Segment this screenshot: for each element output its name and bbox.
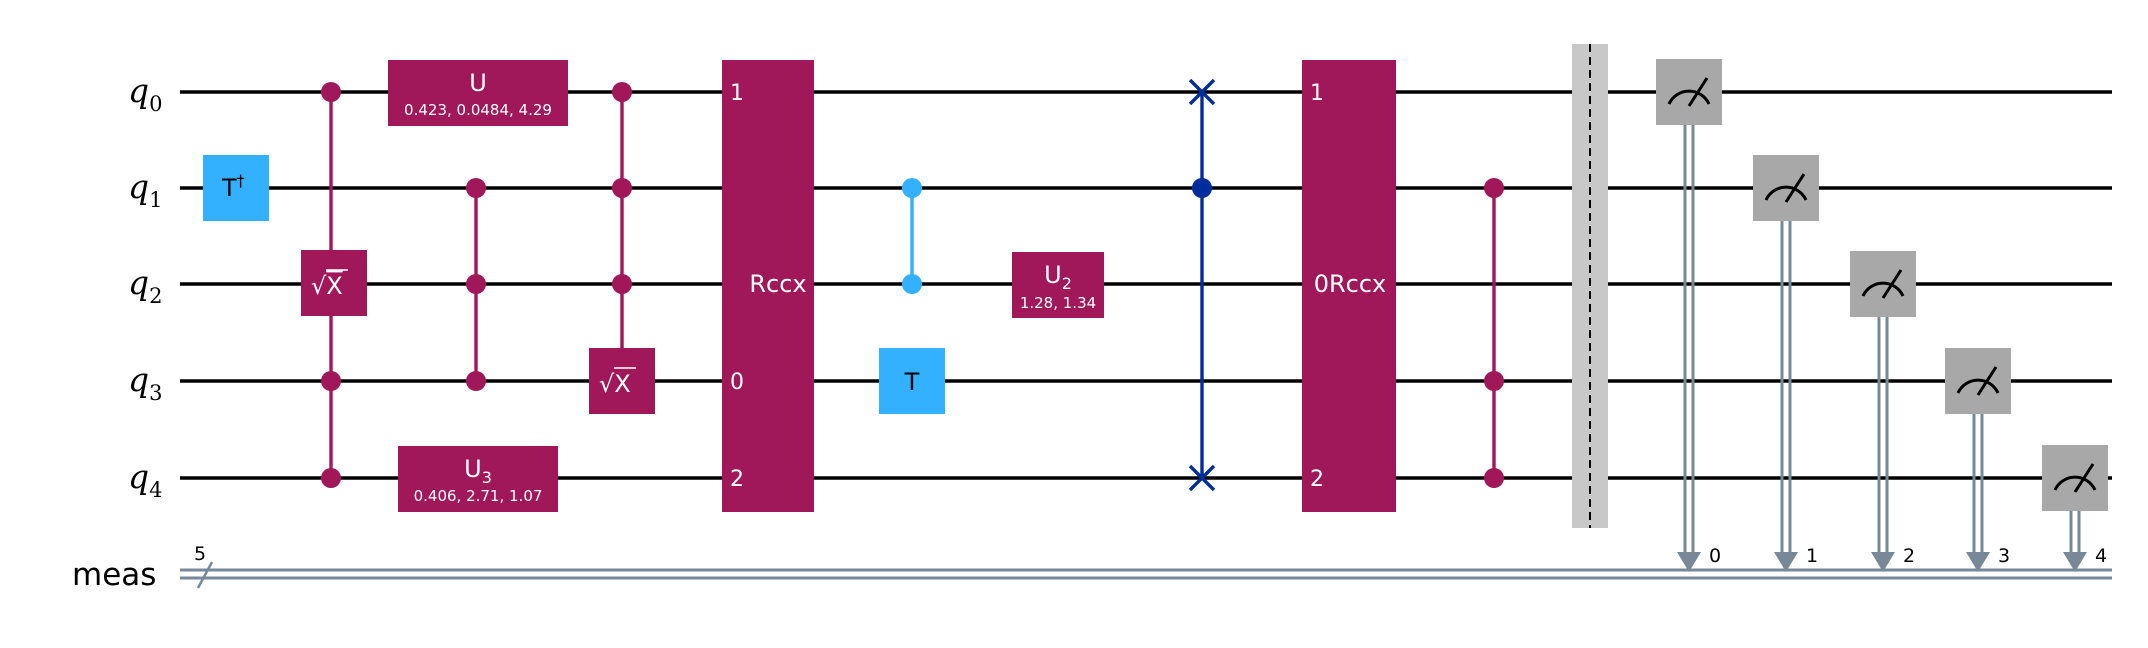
svg-text:1.28, 1.34: 1.28, 1.34	[1020, 294, 1096, 312]
control-dot	[902, 178, 922, 198]
swap-cross	[1188, 78, 1216, 106]
svg-text:1: 1	[730, 81, 744, 106]
measure-gate-q0: 0	[1656, 59, 1722, 572]
classical-bit-label: 0	[1709, 545, 1721, 567]
svg-text:0Rccx: 0Rccx	[1314, 270, 1387, 298]
control-dot	[466, 274, 486, 294]
svg-text:U3: U3	[464, 455, 492, 487]
classical-bit-label: 2	[1903, 545, 1915, 567]
mc-sqrt-x-gate: √X	[589, 82, 655, 414]
rccx-gate-2: 1 2 0Rccx	[1302, 60, 1396, 512]
control-dot	[321, 371, 341, 391]
svg-text:1: 1	[1310, 81, 1324, 106]
measurements: 0 1 2 3 4	[1656, 59, 2108, 572]
classical-wire: 5	[180, 543, 2112, 589]
svg-text:T: T	[904, 368, 920, 396]
control-dot	[612, 274, 632, 294]
qubit-label-q3: q3	[128, 360, 163, 405]
control-dot	[321, 468, 341, 488]
u-gate: U 0.423, 0.0484, 4.29	[388, 60, 568, 126]
controlled-swap-gate	[1188, 78, 1216, 492]
classical-bit-label: 4	[2095, 545, 2107, 567]
multi-control-z-gate	[466, 178, 486, 391]
measure-gate-q3: 3	[1945, 348, 2011, 572]
svg-text:U2: U2	[1044, 261, 1072, 293]
rccx-gate: 1 0 2 Rccx	[722, 60, 814, 512]
control-dot	[612, 178, 632, 198]
control-dot	[466, 371, 486, 391]
control-dot	[466, 178, 486, 198]
tdg-gate: T†	[203, 155, 269, 221]
control-dot	[1192, 178, 1212, 198]
measure-gate-q1: 1	[1753, 155, 1819, 572]
qubit-labels: q0 q1 q2 q3 q4 meas	[72, 71, 163, 593]
controlled-sqrt-x-gate: √X	[301, 82, 367, 488]
register-size-slash	[196, 561, 214, 589]
t-gate: T	[879, 348, 945, 414]
svg-text:Rccx: Rccx	[749, 270, 806, 298]
control-dot	[1484, 468, 1504, 488]
qubit-label-q4: q4	[128, 457, 163, 502]
qubit-label-q2: q2	[128, 263, 163, 308]
register-size: 5	[194, 543, 206, 565]
svg-text:2: 2	[730, 467, 744, 492]
qubit-label-q0: q0	[128, 71, 163, 116]
control-dot	[902, 274, 922, 294]
u2-gate: U2 1.28, 1.34	[1012, 252, 1104, 318]
svg-text:0.423, 0.0484, 4.29: 0.423, 0.0484, 4.29	[404, 101, 552, 119]
u3-gate: U3 0.406, 2.71, 1.07	[398, 446, 558, 512]
cz-gate	[902, 178, 922, 294]
svg-text:0.406, 2.71, 1.07: 0.406, 2.71, 1.07	[414, 487, 543, 505]
classical-bit-label: 3	[1998, 545, 2010, 567]
control-dot	[1484, 178, 1504, 198]
svg-text:T†: T†	[221, 171, 245, 202]
control-dot	[1484, 371, 1504, 391]
measure-gate-q2: 2	[1850, 251, 1916, 572]
svg-text:√X: √X	[599, 370, 631, 398]
ccz-gate	[1484, 178, 1504, 488]
svg-text:2: 2	[1310, 467, 1324, 492]
classical-bit-label: 1	[1806, 545, 1818, 567]
swap-cross	[1188, 464, 1216, 492]
control-dot	[612, 82, 632, 102]
control-dot	[321, 82, 341, 102]
svg-text:0: 0	[730, 370, 744, 395]
svg-text:√X: √X	[311, 272, 343, 300]
classical-register-label: meas	[72, 557, 156, 593]
svg-text:U: U	[469, 69, 487, 97]
qubit-label-q1: q1	[128, 167, 163, 212]
barrier	[1572, 44, 1608, 528]
measure-gate-q4: 4	[2042, 445, 2108, 572]
